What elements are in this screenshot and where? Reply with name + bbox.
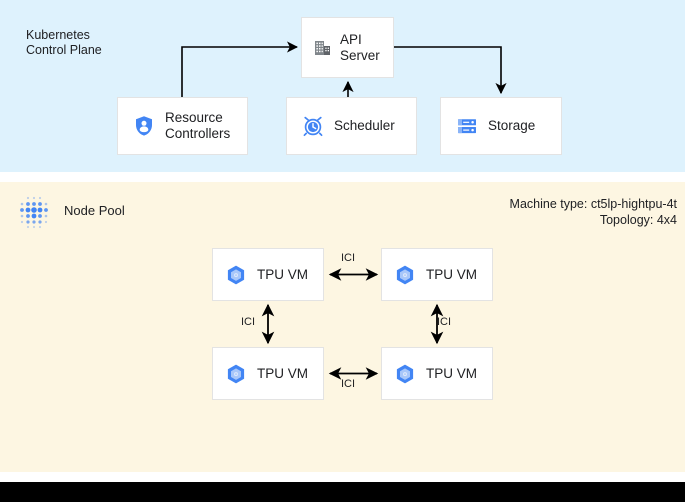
node-resource-controllers[interactable]: Resource Controllers [117,97,248,155]
alarm-clock-icon [301,114,325,138]
node-api-server[interactable]: API Server [301,17,394,78]
server-rack-icon [455,114,479,138]
node-pool-region [0,182,685,472]
tpu-hexagon-icon [225,264,247,286]
control-plane-label: Kubernetes Control Plane [26,28,102,57]
node-tpu-vm-label: TPU VM [426,365,478,381]
topology-text: Topology: 4x4 [599,213,677,227]
footer-bar [0,482,685,502]
tpu-hexagon-icon [225,363,247,385]
machine-type-text: Machine type: ct5lp-hightpu-4t [509,197,677,211]
tpu-hexagon-icon [394,264,416,286]
ici-label-bottom-horizontal: ICI [341,378,356,390]
node-tpu-vm-top-right[interactable]: TPU VM [381,248,493,301]
node-scheduler[interactable]: Scheduler [286,97,417,155]
ici-label-top-horizontal: ICI [341,252,356,264]
node-resource-controllers-label: Resource Controllers [165,110,231,141]
node-tpu-vm-label: TPU VM [257,266,309,282]
node-storage-label: Storage [488,118,536,133]
office-building-icon [313,38,333,58]
shield-person-icon [132,114,156,138]
node-tpu-vm-bottom-right[interactable]: TPU VM [381,347,493,400]
node-pool-label: Node Pool [64,203,125,218]
node-scheduler-label: Scheduler [334,118,395,133]
ici-label-right-vertical: ICI [437,316,452,328]
node-tpu-vm-top-left[interactable]: TPU VM [212,248,324,301]
tpu-hexagon-icon [394,363,416,385]
node-storage[interactable]: Storage [440,97,562,155]
node-tpu-vm-bottom-left[interactable]: TPU VM [212,347,324,400]
node-tpu-vm-label: TPU VM [257,365,309,381]
node-api-server-label: API Server [340,31,380,63]
ici-label-left-vertical: ICI [241,316,256,328]
node-tpu-vm-label: TPU VM [426,266,478,282]
dot-grid-icon [16,194,52,235]
machine-info: Machine type: ct5lp-hightpu-4t Topology:… [510,196,677,228]
